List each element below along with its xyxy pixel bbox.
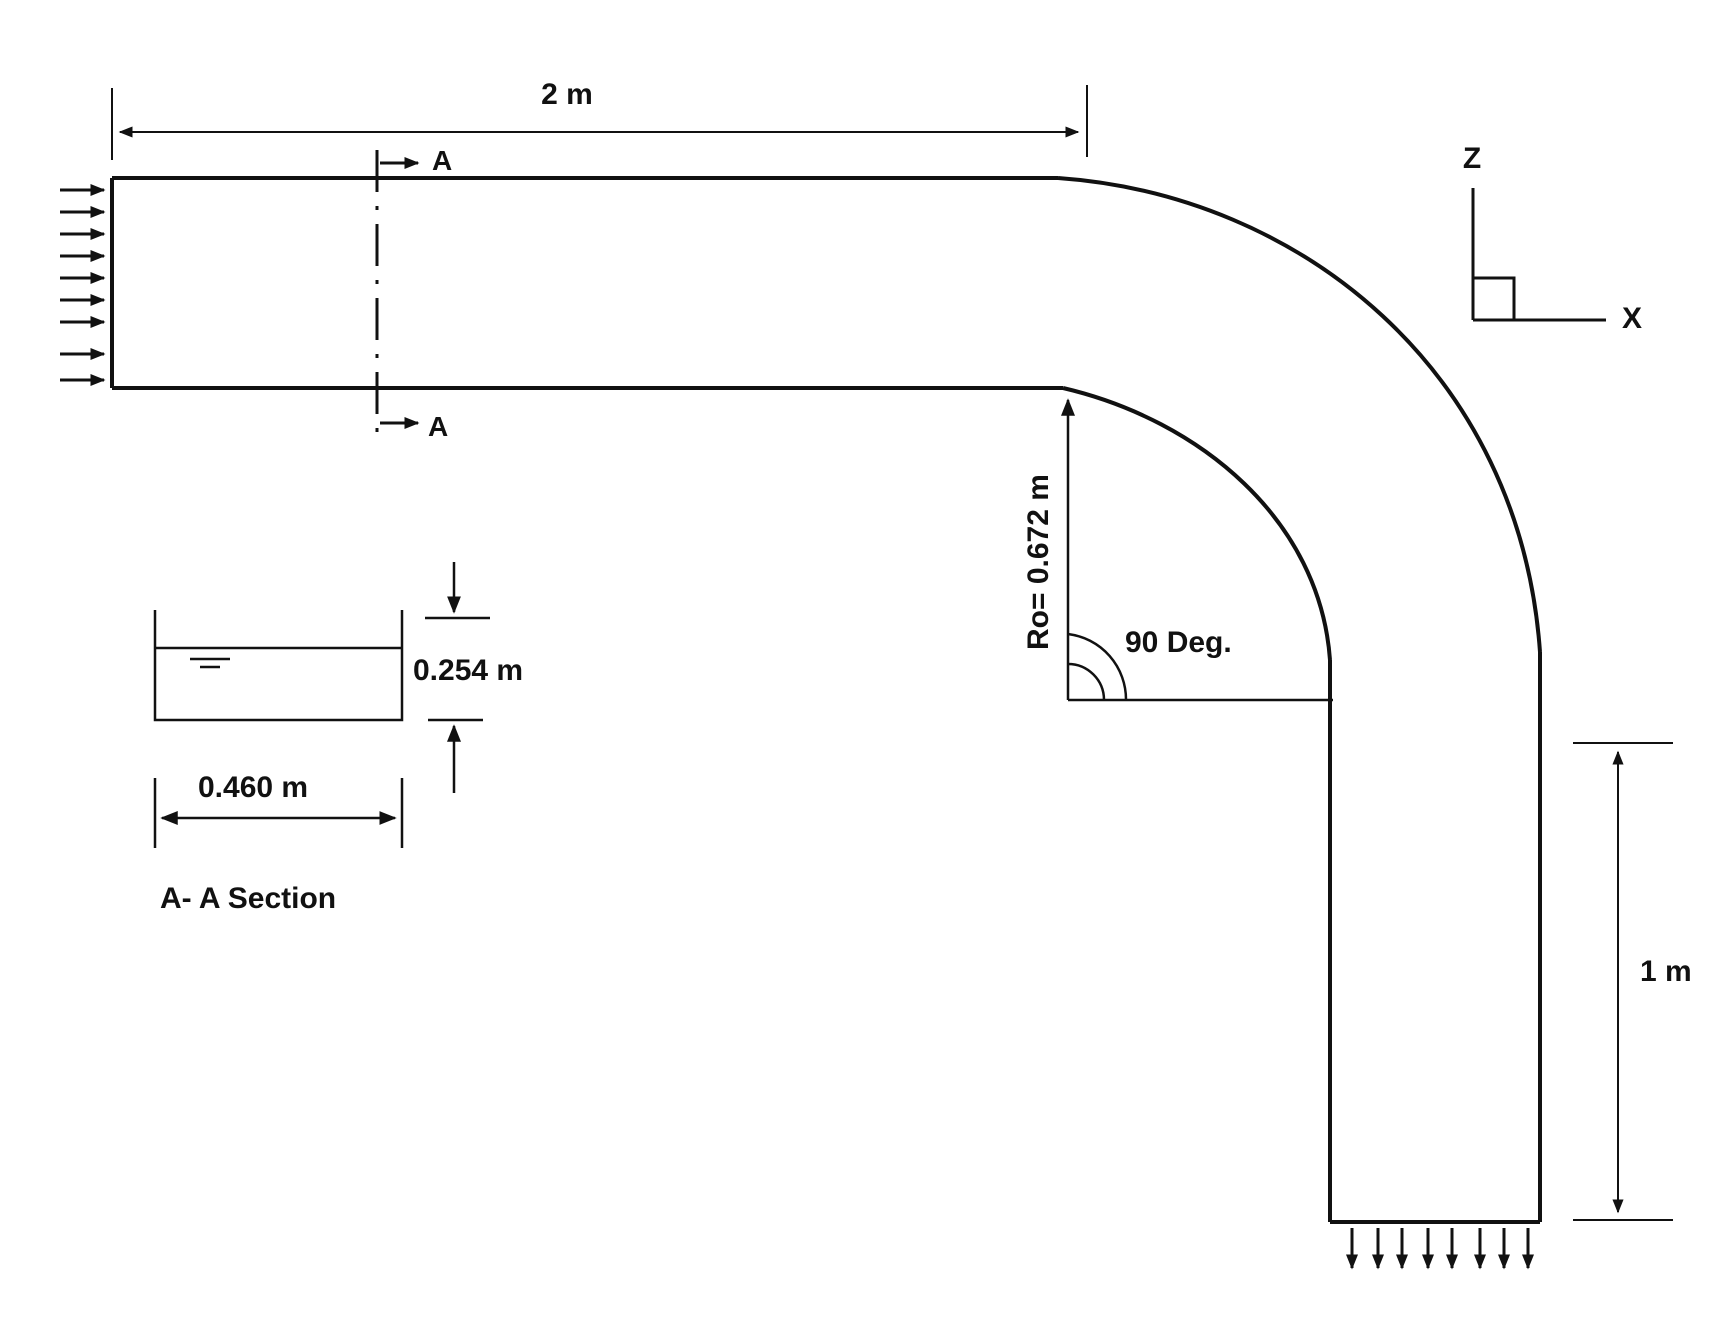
section-title: A- A Section xyxy=(160,882,336,915)
section-cut-line xyxy=(375,150,420,445)
channel-outline xyxy=(110,176,1542,1224)
angle-arc-inner xyxy=(1067,662,1106,701)
width-label: 0.460 m xyxy=(198,771,308,804)
dimension-length-top xyxy=(111,85,1088,160)
bend-geometry xyxy=(1061,398,1333,702)
radius-label: Ro= 0.672 m xyxy=(1022,474,1055,650)
coordinate-axes xyxy=(1471,188,1606,322)
cross-section-view xyxy=(153,562,490,848)
channel-outer-bend-wall xyxy=(1057,176,1542,653)
x-axis-label: X xyxy=(1622,302,1642,335)
inlet-flow-arrows xyxy=(60,184,106,386)
depth-label: 0.254 m xyxy=(413,654,523,687)
channel-inner-bend-wall xyxy=(1062,386,1332,661)
outlet-flow-arrows xyxy=(1346,1228,1534,1270)
dimension-length-vertical xyxy=(1573,742,1673,1221)
cross-section-outline xyxy=(153,610,404,722)
z-axis-label: Z xyxy=(1463,142,1481,175)
section-marker-top: A xyxy=(432,145,452,176)
right-angle-mark xyxy=(1473,276,1516,320)
angle-arc-outer xyxy=(1067,632,1128,701)
length-vertical-label: 1 m xyxy=(1640,955,1692,988)
section-marker-bottom: A xyxy=(428,411,448,442)
angle-label: 90 Deg. xyxy=(1125,626,1232,659)
length-top-label: 2 m xyxy=(541,78,593,111)
